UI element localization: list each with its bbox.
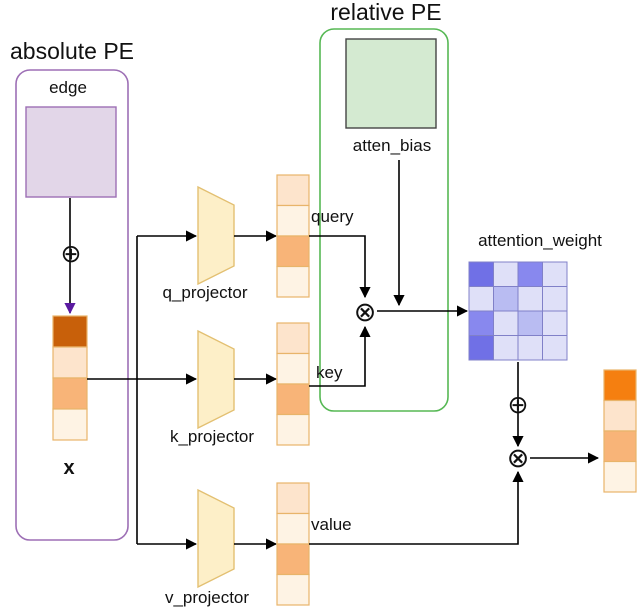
edge-label: edge (49, 78, 87, 97)
key-label: key (316, 363, 343, 382)
edge-add-operator: ⊕ (61, 240, 82, 268)
value-vector-cell (276, 543, 310, 576)
absolute-pe-title: absolute PE (10, 38, 134, 64)
attention-weight-cell (493, 335, 519, 361)
attention-add-operator: ⊕ (508, 391, 529, 419)
attention-weight-cell (542, 310, 568, 336)
relative-pe-title: relative PE (330, 0, 441, 25)
query-vector-cell (276, 174, 310, 207)
attention-weight-cell (468, 286, 494, 312)
relative-pe-group (319, 28, 449, 412)
output-vector-cell (603, 460, 637, 493)
query-label: query (311, 207, 354, 226)
qk-multiply-operator: ⊗ (354, 297, 377, 327)
value-vector-cell (276, 512, 310, 545)
query-vector-cell (276, 204, 310, 237)
attention-weight-label: attention_weight (478, 231, 602, 250)
attention-weight-cell (517, 261, 543, 287)
attention-weight-cell (468, 335, 494, 361)
x-vector-cell (52, 315, 88, 348)
output-vector-cell (603, 369, 637, 402)
attention-weight-cell (517, 335, 543, 361)
x-label: x (63, 457, 74, 479)
q-projector-label: q_projector (162, 283, 247, 302)
k-projector-shape (197, 329, 235, 430)
absolute-pe-group (15, 69, 129, 541)
v-projector-shape (197, 488, 235, 589)
attention-weight-cell (493, 286, 519, 312)
atten-bias-block (345, 38, 437, 129)
attention-weight-cell (517, 286, 543, 312)
attention-weight-cell (542, 261, 568, 287)
x-vector-cell (52, 408, 88, 441)
query-vector-cell (276, 235, 310, 268)
key-vector-cell (276, 413, 310, 446)
attention-weight-cell (468, 261, 494, 287)
attention-weight-cell (493, 310, 519, 336)
edge-block (25, 106, 117, 198)
key-vector (276, 322, 310, 446)
query-vector (276, 174, 310, 298)
value-vector (276, 482, 310, 606)
av-multiply-operator: ⊗ (507, 443, 530, 473)
x-vector-cell (52, 377, 88, 410)
attention-weight-grid (468, 261, 568, 361)
v-projector-label: v_projector (165, 588, 249, 607)
attention-weight-cell (517, 310, 543, 336)
output-vector (603, 369, 637, 493)
key-vector-cell (276, 383, 310, 416)
value-to-multiply-arrow (309, 470, 524, 545)
x-vector-cell (52, 346, 88, 379)
output-vector-cell (603, 399, 637, 432)
attention-weight-cell (493, 261, 519, 287)
query-to-multiply-arrow (309, 235, 371, 299)
x-vector (52, 315, 88, 441)
key-vector-cell (276, 322, 310, 355)
value-label: value (311, 515, 352, 534)
query-vector-cell (276, 265, 310, 298)
attention-weight-cell (542, 286, 568, 312)
value-vector-cell (276, 482, 310, 515)
attention-weight-cell (468, 310, 494, 336)
output-vector-cell (603, 430, 637, 463)
value-vector-cell (276, 573, 310, 606)
attention-weight-cell (542, 335, 568, 361)
atten-bias-label: atten_bias (353, 136, 431, 155)
key-vector-cell (276, 352, 310, 385)
key-to-multiply-arrow (309, 325, 371, 387)
k-projector-label: k_projector (170, 427, 254, 446)
q-projector-shape (197, 185, 235, 286)
